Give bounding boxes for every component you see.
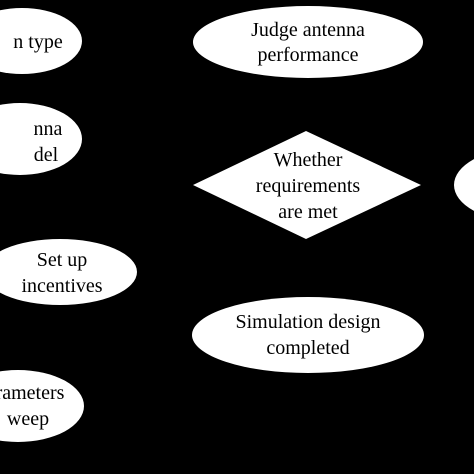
node-whether-requirements-met: Whether requirements are met xyxy=(193,131,421,239)
node-whether-requirements-met-line-1: Whether xyxy=(274,149,343,171)
node-parameter-sweep-line-1: rameters xyxy=(0,382,65,404)
node-antenna-model-line-1: nna xyxy=(34,118,63,140)
node-judge-antenna-performance-line-2: performance xyxy=(257,44,358,66)
node-right-partial xyxy=(454,159,474,211)
node-parameter-sweep-line-2: weep xyxy=(7,408,49,430)
node-antenna-model: nna del xyxy=(0,103,82,175)
node-set-up-incentives-shape xyxy=(0,239,137,305)
node-set-up-incentives-line-2: incentives xyxy=(21,275,102,297)
node-simulation-design-completed-line-1: Simulation design xyxy=(236,311,381,333)
node-parameter-sweep: rameters weep xyxy=(0,370,84,442)
node-whether-requirements-met-line-3: are met xyxy=(278,201,338,223)
node-simulation-design-completed: Simulation design completed xyxy=(192,297,424,373)
node-right-partial-shape xyxy=(454,159,474,211)
node-judge-antenna-performance-shape xyxy=(193,6,423,78)
node-simulation-design-completed-line-2: completed xyxy=(266,337,349,359)
node-judge-antenna-performance: Judge antenna performance xyxy=(193,6,423,78)
node-antenna-type: n type xyxy=(0,8,82,74)
node-antenna-model-shape xyxy=(0,103,82,175)
node-antenna-type-shape xyxy=(0,8,82,74)
node-simulation-design-completed-shape xyxy=(192,297,424,373)
node-whether-requirements-met-shape xyxy=(193,131,421,239)
node-antenna-type-line-1: n type xyxy=(13,31,63,53)
node-set-up-incentives: Set up incentives xyxy=(0,239,137,305)
node-whether-requirements-met-line-2: requirements xyxy=(256,175,361,197)
node-antenna-model-line-2: del xyxy=(34,144,59,166)
node-parameter-sweep-shape xyxy=(0,370,84,442)
node-set-up-incentives-line-1: Set up xyxy=(37,249,88,271)
node-judge-antenna-performance-line-1: Judge antenna xyxy=(251,19,365,41)
